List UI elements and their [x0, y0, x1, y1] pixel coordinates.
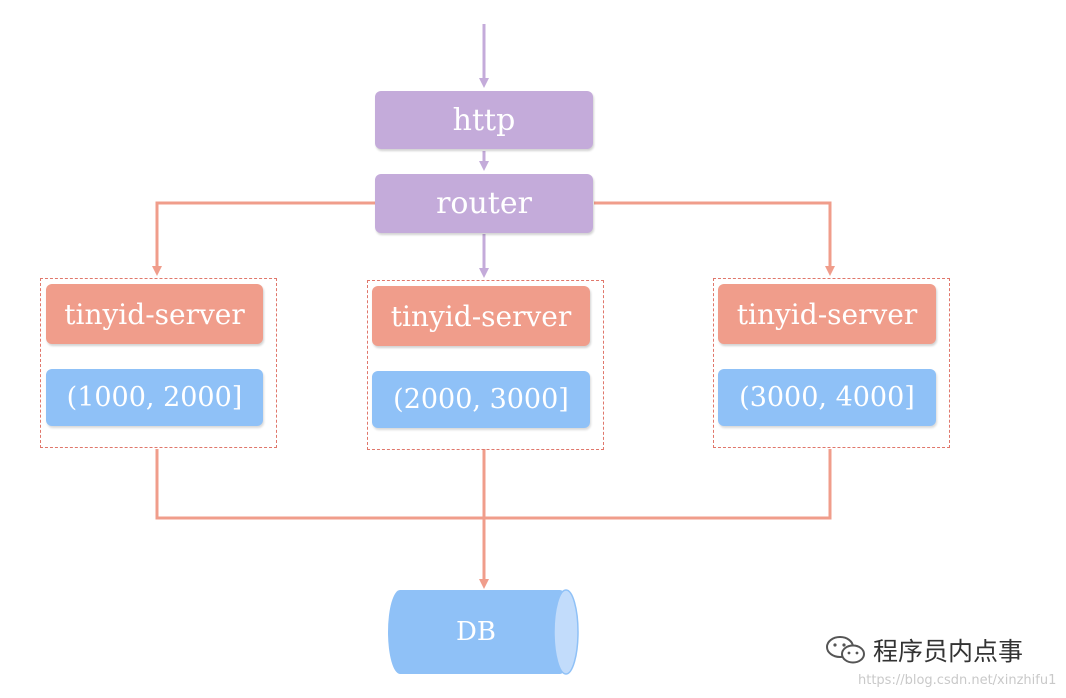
arrow-router-to-server-1 [152, 201, 375, 276]
db-cap-outline [553, 589, 579, 675]
watermark-url: https://blog.csdn.net/xinzhifu1 [858, 673, 1057, 688]
range-1-label: (1000, 2000] [66, 382, 243, 413]
db-cylinder [388, 589, 579, 675]
router-node: router [375, 174, 593, 233]
db-label: DB [456, 617, 496, 647]
line-server-1-to-bus [155, 449, 484, 520]
server-node-2: tinyid-server [372, 286, 590, 346]
server-group-2 [367, 280, 604, 450]
range-node-1: (1000, 2000] [46, 369, 263, 426]
range-node-2: (2000, 3000] [372, 371, 590, 428]
http-label: http [452, 102, 516, 138]
router-label: router [436, 186, 532, 221]
watermark-brand: 程序员内点事 [823, 632, 1023, 668]
http-node: http [375, 91, 593, 149]
server-group-1 [40, 278, 277, 448]
server-1-name: tinyid-server [64, 297, 245, 331]
line-server-3-to-bus [484, 449, 832, 520]
range-node-3: (3000, 4000] [718, 369, 936, 426]
server-node-3: tinyid-server [718, 284, 936, 344]
server-node-1: tinyid-server [46, 284, 263, 344]
wechat-icon [823, 634, 869, 666]
server-group-3 [713, 278, 950, 448]
db-cap [554, 590, 578, 674]
range-3-label: (3000, 4000] [739, 382, 915, 413]
db-body [388, 590, 572, 674]
server-2-name: tinyid-server [390, 299, 572, 333]
arrow-router-to-server-3 [594, 201, 835, 276]
server-3-name: tinyid-server [736, 297, 918, 331]
range-2-label: (2000, 3000] [393, 384, 569, 415]
watermark-brand-text: 程序员内点事 [873, 637, 1024, 666]
